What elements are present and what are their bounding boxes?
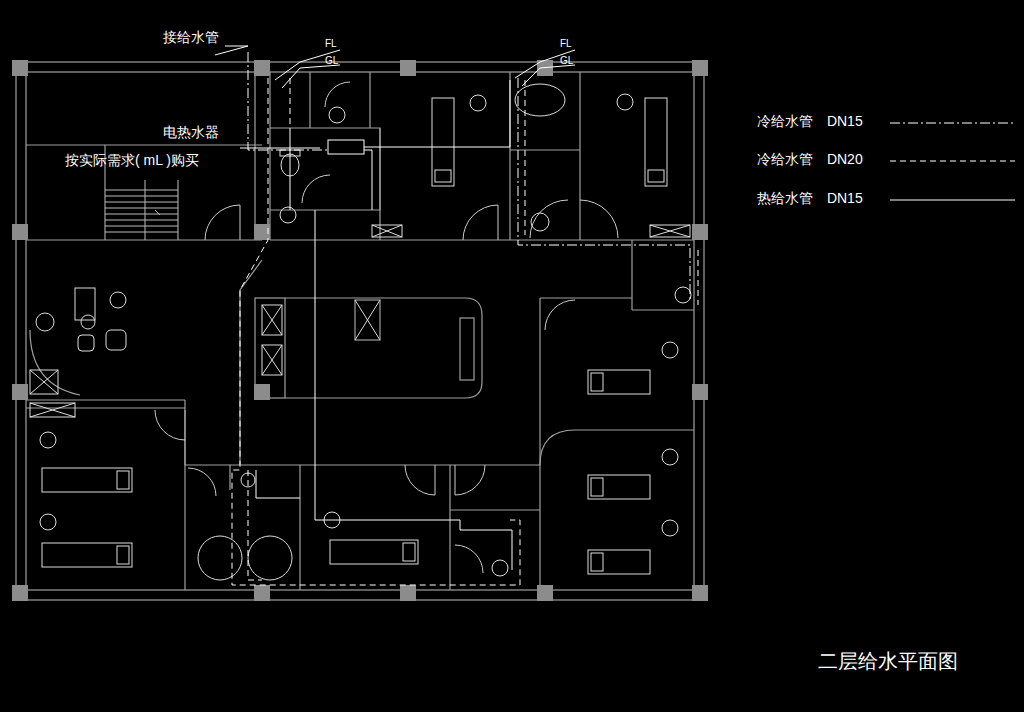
legend-entry: 冷给水管 DN15	[757, 114, 863, 129]
stairs	[105, 180, 178, 240]
riser-code: GL	[560, 55, 573, 66]
drawing-title: 二层给水平面图	[818, 650, 958, 672]
legend-samples	[890, 123, 1015, 200]
chairs	[36, 94, 678, 536]
pipe-note: 接给水管	[163, 30, 219, 45]
legend-entry: 热给水管 DN15	[757, 191, 863, 206]
beds	[42, 98, 667, 574]
fixtures	[30, 84, 691, 580]
walls	[16, 62, 704, 600]
riser-code: FL	[560, 38, 572, 49]
riser-code: GL	[325, 55, 338, 66]
legend-entry: 冷给水管 DN20	[757, 152, 863, 167]
pipes	[232, 52, 698, 585]
columns	[12, 60, 708, 601]
leader-lines	[215, 46, 575, 148]
purchase-note: 按实际需求( mL )购买	[65, 153, 199, 168]
riser-code: FL	[325, 38, 337, 49]
equipment-label: 电热水器	[163, 125, 219, 140]
doors	[155, 82, 618, 573]
